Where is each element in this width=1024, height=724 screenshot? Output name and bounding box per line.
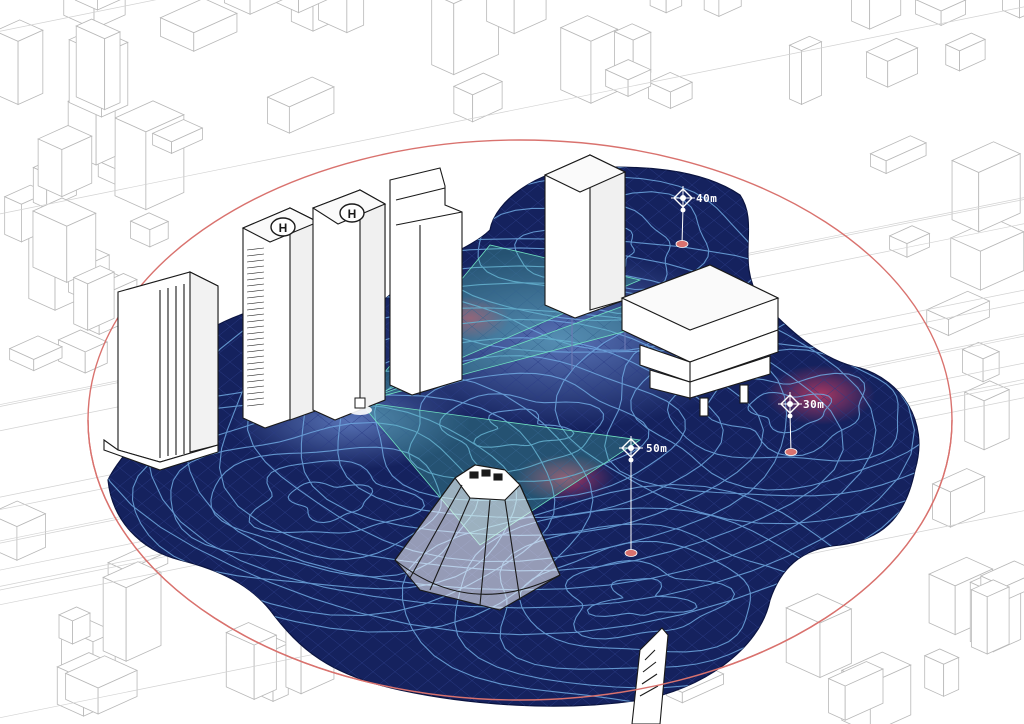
- context-building: [963, 342, 1000, 381]
- context-building: [74, 266, 114, 331]
- ground-point: [785, 449, 797, 456]
- context-building: [971, 580, 1009, 654]
- context-building: [454, 73, 502, 122]
- context-building: [790, 36, 822, 104]
- context-building: [0, 20, 43, 105]
- context-building: [76, 19, 120, 110]
- helipad-letter: H: [348, 207, 357, 221]
- ground-point: [676, 241, 688, 248]
- helipad-letter: H: [279, 221, 288, 235]
- stepped-tower: [390, 168, 462, 395]
- context-building: [866, 38, 917, 87]
- context-building: [890, 226, 930, 257]
- slab-building: [104, 272, 218, 470]
- context-building: [946, 33, 985, 71]
- helipad-tower: [243, 208, 318, 428]
- context-building: [268, 77, 334, 133]
- context-building: [851, 0, 900, 29]
- context-building: [226, 623, 276, 700]
- context-building: [650, 0, 682, 13]
- context-building: [648, 72, 692, 108]
- context-building: [925, 649, 959, 696]
- context-building: [33, 198, 96, 282]
- context-building: [916, 0, 966, 25]
- context-building: [933, 469, 985, 528]
- context-building: [59, 607, 90, 644]
- marker-50m-label: 50m: [646, 442, 667, 455]
- context-building: [10, 336, 62, 371]
- context-building: [870, 136, 926, 174]
- context-building: [704, 0, 741, 16]
- context-building: [319, 0, 364, 33]
- context-building: [38, 125, 92, 196]
- context-building: [58, 330, 107, 373]
- context-building: [115, 101, 184, 210]
- marker-30m-label: 30m: [803, 398, 824, 411]
- helipad-tower: [313, 190, 385, 420]
- ground-point: [625, 550, 637, 557]
- context-building: [951, 218, 1024, 290]
- context-building: [927, 291, 990, 335]
- context-building: [965, 381, 1009, 450]
- marker-40m-label: 40m: [696, 192, 717, 205]
- context-building: [160, 0, 237, 51]
- context-building: [131, 213, 169, 247]
- context-building: [952, 142, 1020, 232]
- context-building: [0, 501, 45, 560]
- context-building: [103, 562, 161, 661]
- context-building: [561, 16, 618, 104]
